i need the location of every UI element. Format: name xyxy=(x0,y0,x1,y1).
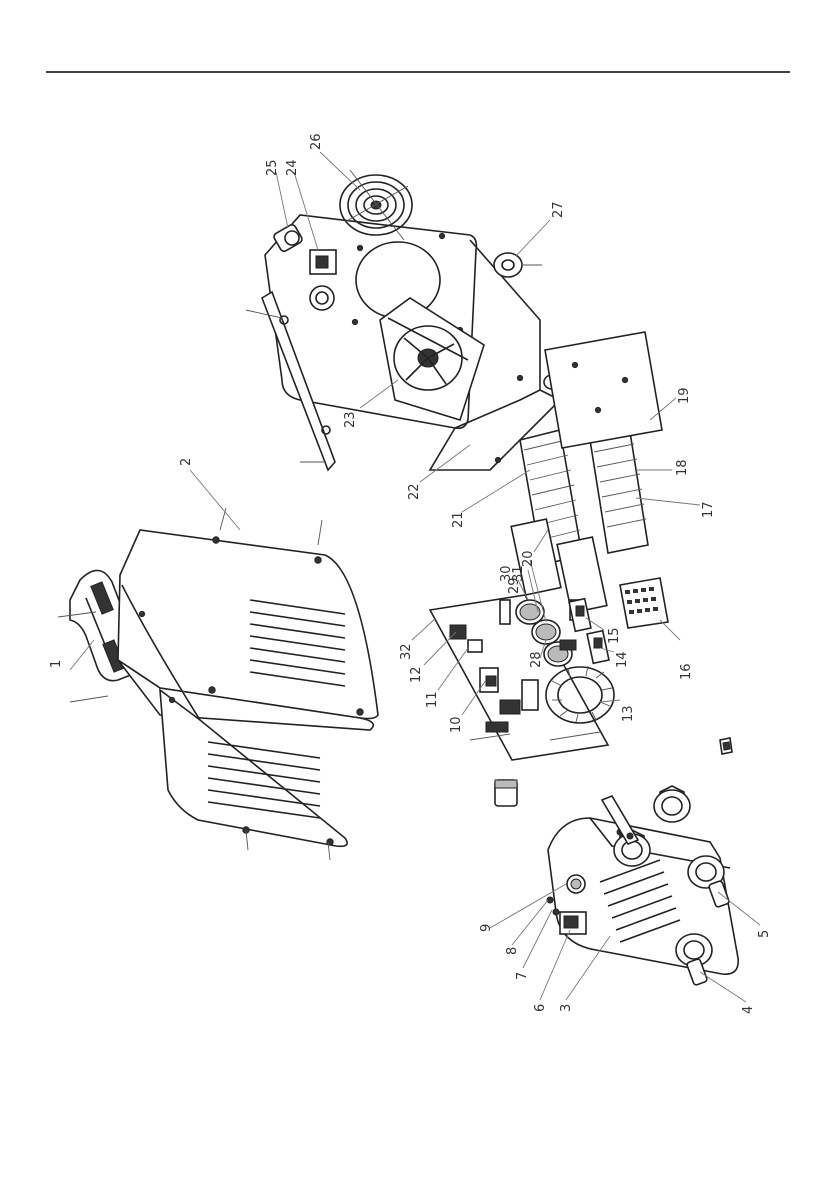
callout-20: 20 xyxy=(521,550,536,567)
callout-32: 32 xyxy=(399,643,414,660)
callout-18: 18 xyxy=(675,459,690,476)
callout-22: 22 xyxy=(407,483,422,500)
callout-8: 8 xyxy=(505,947,520,955)
callout-31: 31 xyxy=(511,565,526,582)
part-cover xyxy=(118,508,378,860)
callout-14: 14 xyxy=(615,651,630,668)
part-knob xyxy=(495,780,517,806)
callout-16: 16 xyxy=(679,663,694,680)
callout-19: 19 xyxy=(677,387,692,404)
callout-2: 2 xyxy=(179,458,194,466)
callout-9: 9 xyxy=(479,924,494,932)
callout-10: 10 xyxy=(449,716,464,733)
callout-3: 3 xyxy=(559,1004,574,1012)
callout-1: 1 xyxy=(49,660,64,668)
callout-13: 13 xyxy=(621,705,636,722)
callout-25: 25 xyxy=(265,159,280,176)
callout-11: 11 xyxy=(425,691,440,708)
callout-21: 21 xyxy=(451,511,466,528)
part-clip xyxy=(720,738,732,754)
callout-7: 7 xyxy=(515,972,530,980)
callout-24: 24 xyxy=(285,159,300,176)
callout-6: 6 xyxy=(533,1004,548,1012)
callout-27: 27 xyxy=(551,201,566,218)
callout-12: 12 xyxy=(409,666,424,683)
callout-5: 5 xyxy=(757,930,772,938)
callout-26: 26 xyxy=(309,133,324,150)
callout-28: 28 xyxy=(529,651,544,668)
callout-15: 15 xyxy=(607,627,622,644)
part-heatsinks xyxy=(511,332,662,613)
callout-4: 4 xyxy=(741,1006,756,1014)
callout-17: 17 xyxy=(701,501,716,518)
callout-23: 23 xyxy=(343,411,358,428)
